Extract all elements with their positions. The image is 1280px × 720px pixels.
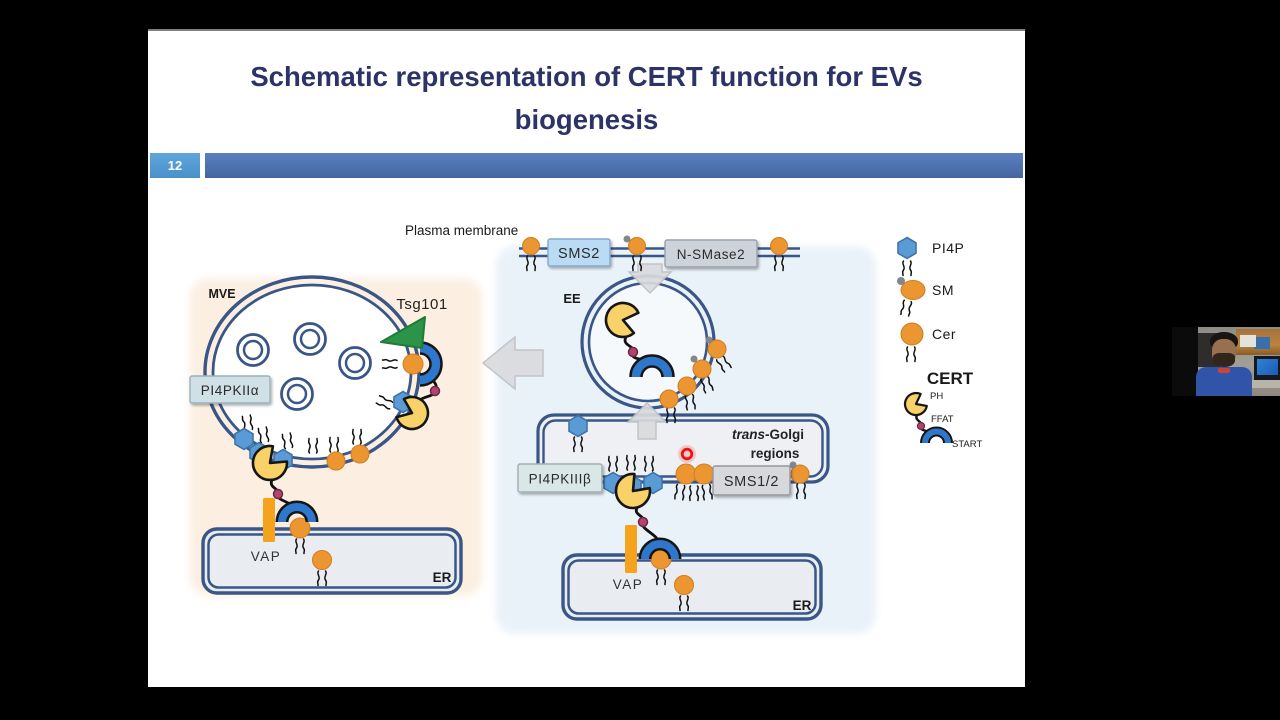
tsg101-triangle	[380, 316, 426, 349]
presenter-beard	[1213, 353, 1235, 367]
sms2-text: SMS2	[558, 246, 600, 262]
tsg101-label: Tsg101	[396, 296, 447, 313]
choline-dots	[623, 235, 797, 469]
plasma-membrane-label: Plasma membrane	[405, 223, 518, 238]
legend-sm-label: SM	[932, 282, 954, 298]
vap-left-label: VAP	[251, 549, 282, 564]
intraluminal-vesicles	[236, 322, 372, 411]
ph-domains	[251, 301, 652, 510]
vap-mid-label: VAP	[613, 577, 644, 592]
sms12-text: SMS1/2	[724, 474, 779, 490]
legend-sm-icon	[900, 280, 926, 300]
legend-cer-icon	[900, 322, 924, 346]
sms12-label: SMS1/2	[712, 465, 791, 496]
trans-golgi-label-rest: -Golgi	[765, 427, 804, 442]
pi4pkiii-beta-label: PI4PKIIIβ	[517, 463, 603, 493]
webcam-thumbnail	[1172, 327, 1280, 396]
legend: PI4P SM Cer CERT PH FFAT START	[897, 236, 982, 450]
pi4pkiii-beta-text: PI4PKIIIβ	[529, 472, 592, 487]
slide-title-line2: biogenesis	[514, 104, 659, 135]
legend-cert-title: CERT	[927, 369, 974, 388]
legend-start-label: START	[952, 439, 982, 450]
legend-ffat-label: FFAT	[931, 414, 954, 425]
pi4pkii-alpha-text: PI4PKIIα	[201, 383, 259, 398]
trans-golgi-label-line2: regions	[751, 446, 800, 461]
legend-ph-icon	[903, 391, 928, 417]
legend-ph-label: PH	[930, 391, 943, 402]
ee-label: EE	[563, 291, 581, 306]
highlight-red-dot	[678, 445, 696, 463]
webcam-dark-edge	[1172, 327, 1198, 396]
trans-golgi-label-italic: trans	[732, 427, 766, 442]
legend-cer-label: Cer	[932, 326, 956, 342]
legend-pi4p-label: PI4P	[932, 240, 964, 256]
title-accent-bar	[205, 153, 1023, 178]
webcam-monitor-screen	[1257, 359, 1278, 375]
vap-bars	[263, 498, 637, 573]
er-mid-label: ER	[793, 598, 812, 613]
legend-start-icon	[922, 428, 951, 444]
start-domains	[275, 341, 682, 560]
webcam-shelf-items	[1240, 335, 1256, 347]
lipid-heads	[289, 237, 810, 595]
er-left-box	[201, 527, 463, 595]
legend-pi4p-icon	[897, 236, 917, 260]
arrow-golgi-to-ee	[626, 401, 668, 440]
mve-label: MVE	[208, 287, 235, 301]
label-boxes: SMS2 N-SMase2 PI4PKIIα PI4PKIIIβ SMS1/2	[189, 238, 791, 496]
presenter-collar	[1218, 368, 1230, 373]
slide-title-line1: Schematic representation of CERT functio…	[250, 61, 923, 92]
legend-sm-choline-dot	[897, 277, 905, 285]
pi4pkii-alpha-label: PI4PKIIα	[189, 375, 271, 404]
webcam-desk	[1246, 380, 1280, 388]
cert-molecules	[251, 301, 682, 573]
er-left-label: ER	[433, 570, 452, 585]
slide-title: Schematic representation of CERT functio…	[148, 55, 1025, 141]
n-smase2-text: N-SMase2	[677, 247, 746, 262]
biogenesis-diagram: SMS2 N-SMase2 PI4PKIIα PI4PKIIIβ SMS1/2	[189, 223, 982, 634]
arrow-pm-to-ee	[627, 263, 673, 295]
ffat-dots	[272, 346, 649, 528]
arrow-ee-to-mve	[481, 335, 544, 391]
slide-number: 12	[150, 153, 200, 178]
presentation-slide: Schematic representation of CERT functio…	[148, 29, 1025, 687]
flow-arrows	[481, 263, 673, 440]
legend-ffat-dot	[916, 421, 926, 431]
n-smase2-label: N-SMase2	[664, 239, 758, 268]
sms2-label: SMS2	[547, 238, 611, 267]
